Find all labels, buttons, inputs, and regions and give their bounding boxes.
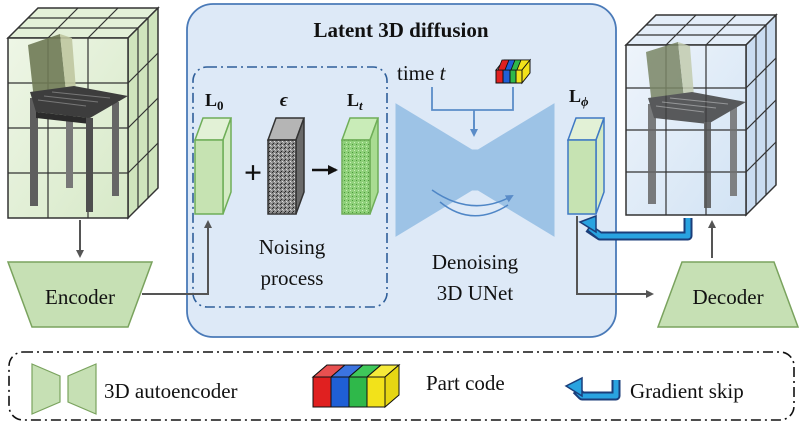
noising-process-box	[192, 66, 388, 308]
encoder-to-L0-arrow	[142, 220, 212, 295]
panel-title: Latent 3D diffusion	[313, 18, 488, 42]
noise-epsilon-block	[266, 117, 306, 215]
legend-part-code-label: Part code	[426, 371, 505, 395]
Lphi-to-decoder-arrow	[576, 216, 654, 298]
noising-label-line1: Noising	[259, 235, 326, 259]
noising-label-line2: process	[261, 266, 324, 290]
legend-autoencoder-icon	[31, 363, 97, 415]
legend-autoencoder-label: 3D autoencoder	[104, 379, 238, 403]
latent-Lt-block	[340, 117, 380, 215]
Lt-label: Lt	[347, 90, 363, 113]
legend-gradient-skip-label: Gradient skip	[630, 379, 744, 403]
Lphi-label: Lϕ	[569, 86, 589, 109]
L0-label: L0	[205, 90, 224, 113]
decoder-block	[656, 261, 800, 328]
epsilon-label: ϵ	[280, 90, 289, 111]
latent-Lphi-block	[566, 117, 606, 215]
decoder-label: Decoder	[692, 285, 763, 309]
time-label: time t	[397, 61, 447, 85]
latent-L0-block	[193, 117, 233, 215]
unet-hourglass	[395, 103, 555, 237]
encoder-block	[6, 261, 154, 328]
plus-sign: +	[244, 154, 262, 190]
output-voxel-cube	[624, 13, 778, 217]
input-voxel-cube	[6, 6, 160, 220]
skip-connection-arrows	[439, 201, 509, 217]
legend-gradient-skip-icon	[564, 376, 621, 401]
denoising-label-line2: 3D UNet	[437, 281, 514, 305]
chair-image	[28, 34, 128, 212]
legend-part-code-icon	[311, 363, 401, 409]
part-code-block	[494, 58, 532, 85]
denoising-label-line1: Denoising	[432, 250, 519, 274]
encoder-label: Encoder	[45, 285, 115, 309]
chair-image-reconstructed	[646, 42, 746, 208]
